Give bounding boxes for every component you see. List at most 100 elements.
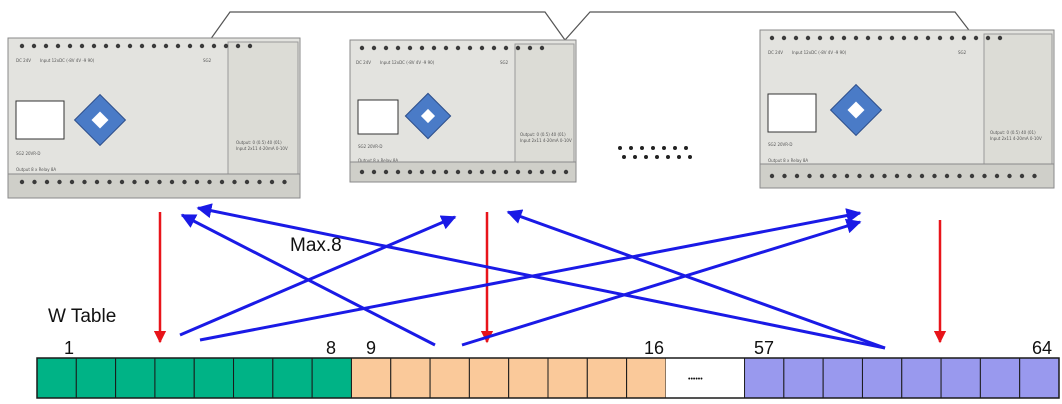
terminal-screw	[211, 43, 217, 49]
table-gap-cell	[665, 358, 706, 398]
terminal-screw	[479, 169, 485, 175]
module-8-word-cell	[861, 357, 903, 399]
read-arrow-6	[506, 209, 886, 350]
terminal-screw	[19, 179, 25, 185]
terminal-screw	[901, 35, 907, 41]
terminal-screw	[865, 35, 871, 41]
terminal-screw	[383, 169, 389, 175]
terminal-screw	[107, 179, 112, 185]
ellipsis-dot	[684, 146, 688, 150]
terminal-screw	[132, 179, 137, 185]
terminal-screw	[359, 45, 365, 51]
read-arrow-3	[180, 213, 436, 347]
terminal-screw	[103, 43, 109, 49]
module-2-word-cell	[390, 357, 431, 399]
terminal-screw	[455, 45, 461, 51]
info-line-2: Input 2x11 4-20mA 0-10V	[990, 136, 1042, 141]
terminal-screw	[94, 179, 100, 185]
terminal-screw	[115, 43, 121, 49]
terminal-screw	[807, 173, 812, 179]
terminal-screw	[269, 179, 275, 185]
terminal-screw	[769, 35, 775, 41]
module-8-word-cell	[822, 357, 863, 399]
terminal-screw	[151, 43, 157, 49]
terminal-screw	[503, 169, 509, 175]
terminal-screw	[144, 179, 150, 185]
terminal-screw	[79, 43, 85, 49]
ellipsis-dot	[688, 155, 692, 159]
terminal-screw	[985, 35, 991, 41]
ellipsis-dot	[644, 155, 648, 159]
ellipsis-dot	[662, 146, 666, 150]
terminal-screw	[919, 173, 925, 179]
info-line-2: Input 2x11 4-20mA 0-10V	[520, 138, 572, 143]
w-table-border	[36, 357, 1060, 399]
module-1-word-cell	[154, 357, 195, 399]
model-top-label: SG2	[958, 50, 967, 55]
terminal-screw	[769, 173, 775, 179]
terminal-screw	[31, 43, 37, 49]
terminal-screw	[244, 179, 250, 185]
terminal-screw	[479, 45, 485, 51]
read-arrow-1	[179, 215, 457, 337]
terminal-screws	[19, 35, 1037, 185]
index-label-16: 16	[644, 338, 664, 358]
terminal-screw	[832, 173, 837, 179]
terminal-screw	[182, 179, 187, 185]
keypad-icon	[829, 83, 883, 137]
terminal-screw	[235, 43, 241, 49]
terminal-screw	[877, 35, 883, 41]
ellipsis-dot	[618, 146, 622, 150]
terminal-screw	[563, 169, 569, 175]
ellipsis-dot	[629, 146, 633, 150]
terminal-screw	[407, 169, 413, 175]
terminal-screw	[383, 45, 389, 51]
terminal-screw	[491, 169, 497, 175]
terminal-screw	[1019, 173, 1025, 179]
terminal-screw	[782, 173, 787, 179]
model-name: SG2 20VR-D	[358, 144, 382, 149]
module-1-word-cell	[115, 357, 156, 399]
plc-module-2: Input 12xDC (-8V 4V -9 90) DC 24V SG2 SG…	[349, 39, 577, 183]
terminal-screw	[455, 169, 461, 175]
module-2-word-cell	[508, 357, 549, 399]
terminal-screw	[961, 35, 967, 41]
terminal-screw	[932, 173, 937, 179]
module-1-word-cell	[36, 357, 77, 399]
terminal-screw	[395, 169, 401, 175]
terminal-screw	[223, 43, 229, 49]
terminal-screw	[805, 35, 811, 41]
w-table	[36, 357, 1060, 399]
module-8-word-cell	[783, 357, 824, 399]
ellipsis-dot	[673, 146, 677, 150]
terminal-screw	[969, 173, 975, 179]
terminal-screw	[841, 35, 847, 41]
terminal-screw	[419, 169, 425, 175]
terminal-screw	[194, 179, 200, 185]
terminal-screw	[371, 169, 377, 175]
terminal-screw	[282, 179, 287, 185]
info-line-1: Output: 0 (0.5) 40 (01)	[520, 132, 566, 137]
terminal-screw	[257, 179, 262, 185]
terminal-screw	[119, 179, 125, 185]
terminal-screw	[55, 43, 61, 49]
keypad-icon	[404, 92, 452, 140]
terminal-screw	[944, 173, 950, 179]
terminal-screw	[515, 169, 521, 175]
info-line-2: Input 2x11 4-20mA 0-10V	[236, 146, 288, 151]
ellipsis-dot	[666, 155, 670, 159]
terminal-screw	[994, 173, 1000, 179]
terminal-screw	[67, 43, 73, 49]
supply-label: DC 24V	[16, 58, 31, 63]
ellipsis-dot	[651, 146, 655, 150]
terminal-screw	[844, 173, 850, 179]
supply-label: DC 24V	[768, 50, 783, 55]
terminal-screw	[515, 45, 521, 51]
terminal-screw	[467, 45, 473, 51]
terminal-screw	[69, 179, 75, 185]
terminal-screw	[503, 45, 509, 51]
terminal-screw	[19, 43, 25, 49]
terminal-screw	[169, 179, 175, 185]
model-name: SG2 20VR-D	[768, 142, 792, 147]
terminal-screw	[371, 45, 377, 51]
